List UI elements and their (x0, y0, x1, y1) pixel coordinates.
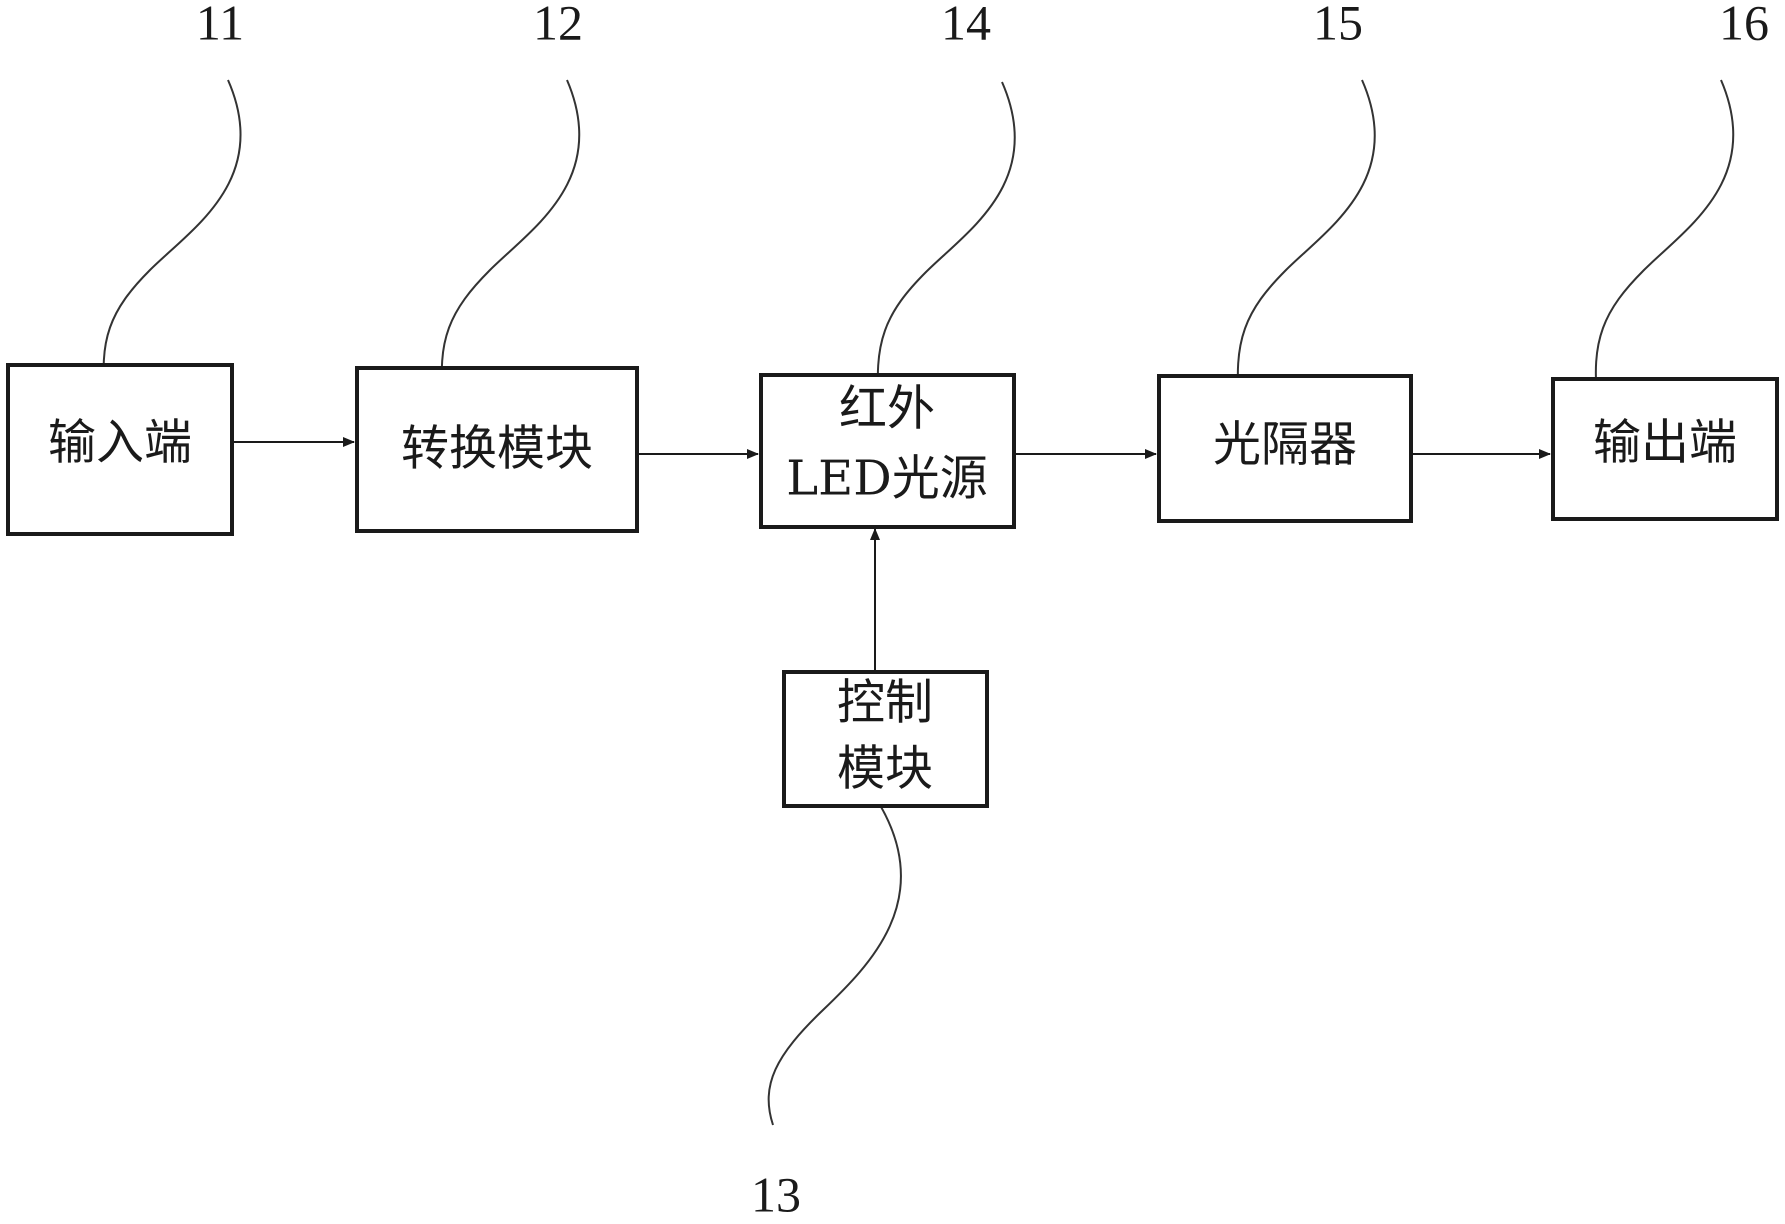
output-terminal-label: 输出端 (1593, 415, 1737, 471)
input-terminal-label: 输入端 (48, 415, 192, 471)
ref-number-13: 13 (751, 1166, 801, 1222)
infrared-led-label-line2: LED光源 (786, 451, 987, 507)
leader-12 (442, 80, 580, 402)
leader-16 (1596, 80, 1734, 404)
output-terminal-block: 输出端 (1553, 379, 1777, 519)
ref-number-14: 14 (941, 0, 991, 50)
input-terminal-block: 输入端 (8, 365, 232, 534)
conversion-module-label: 转换模块 (401, 421, 593, 477)
leader-15 (1238, 80, 1375, 408)
ref-number-12: 12 (533, 0, 583, 50)
optical-isolator-block: 光隔器 (1159, 376, 1411, 521)
control-module-block: 控制 模块 (784, 672, 987, 806)
ref-number-16: 16 (1719, 0, 1769, 50)
conversion-module-block: 转换模块 (357, 368, 637, 531)
optical-isolator-label: 光隔器 (1213, 417, 1357, 473)
leader-14 (878, 82, 1015, 410)
ref-number-15: 15 (1313, 0, 1363, 50)
infrared-led-block: 红外 LED光源 (761, 375, 1014, 527)
control-module-label-line2: 模块 (837, 741, 933, 797)
infrared-led-label-line1: 红外 (839, 381, 935, 437)
leader-11 (104, 80, 241, 400)
leader-13 (769, 805, 901, 1125)
control-module-label-line1: 控制 (837, 675, 933, 731)
ref-number-11: 11 (196, 0, 244, 50)
